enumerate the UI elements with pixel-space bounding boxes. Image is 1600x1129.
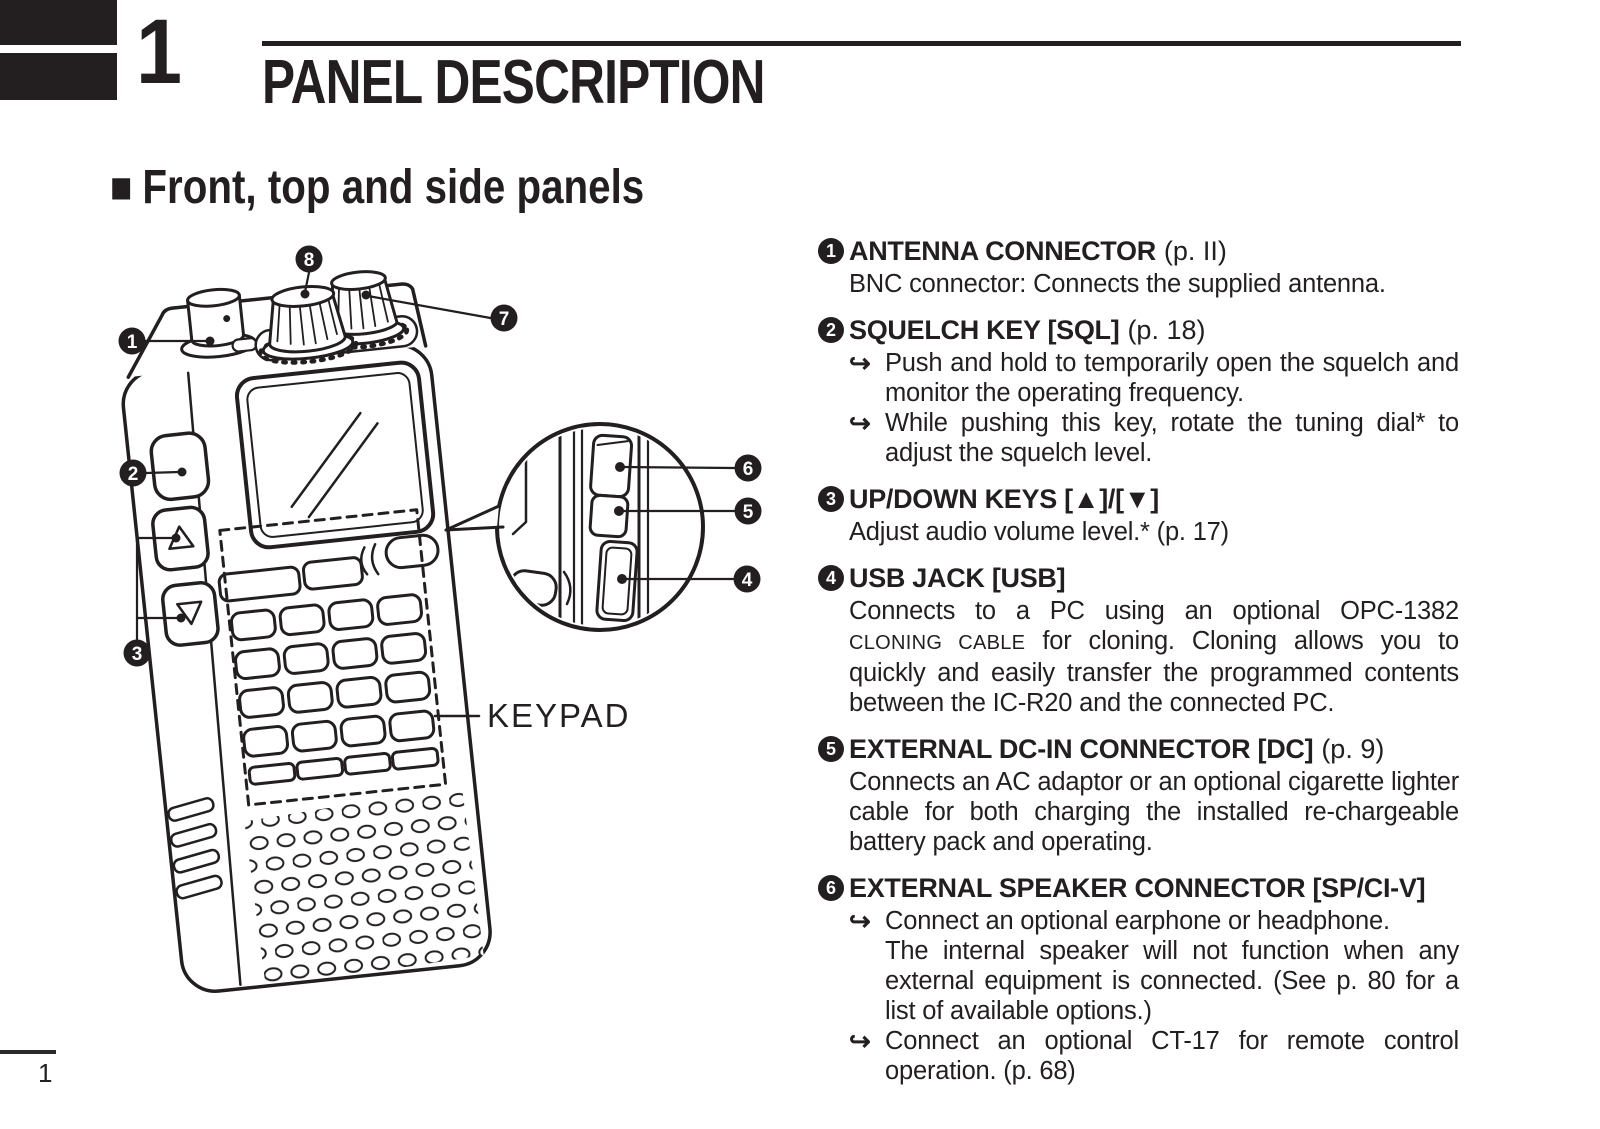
title-rule [262,41,1461,46]
item-body: ↪ Push and hold to temporarily open the … [849,348,1459,468]
item-dc-in-connector: 5 EXTERNAL DC-IN CONNECTOR [DC] (p. 9) C… [818,734,1459,857]
callout-6-badge: 6 [734,454,762,482]
item-title: EXTERNAL SPEAKER CONNECTOR [SP/CI-V] [849,873,1426,903]
body-text: Connects to a PC using an optional OPC-1… [849,597,1459,625]
power-key [384,533,440,570]
item-heading: 2 SQUELCH KEY [SQL] (p. 18) [818,315,1459,345]
bullet-continuation: The internal speaker will not function w… [885,937,1459,1025]
item-heading: 6 EXTERNAL SPEAKER CONNECTOR [SP/CI-V] [818,873,1459,903]
radio-diagram: 1 2 3 4 5 6 7 8 KEYPAD [118,245,762,993]
item-number-badge: 5 [818,736,844,762]
item-up-down-keys: 3 UP/DOWN KEYS [▲]/[▼] Adjust audio volu… [818,484,1459,547]
bullet-text: Connect an optional CT-17 for remote con… [885,1027,1459,1085]
item-title: EXTERNAL DC-IN CONNECTOR [DC] [849,734,1314,764]
callout-4-badge: 4 [733,565,761,593]
callout-5-badge: 5 [734,497,762,525]
svg-text:8: 8 [304,250,315,271]
callout-leader-lines [135,271,736,641]
chapter-tab-block-top [0,0,117,45]
item-body: ↪ Connect an optional earphone or headph… [849,906,1459,1086]
down-key [161,581,220,647]
chapter-number: 1 [136,1,182,103]
side-panel-inset [444,422,705,632]
item-number-badge: 1 [818,238,844,264]
radio-body [121,270,492,993]
function-display [234,360,436,550]
arrow-bullet-icon: ↪ [849,348,871,378]
speaker-grille [244,786,484,989]
squelch-key [149,431,211,502]
section-heading: ■ Front, top and side panels [110,160,644,215]
section-title: Front, top and side panels [142,161,645,214]
item-speaker-connector: 6 EXTERNAL SPEAKER CONNECTOR [SP/CI-V] ↪… [818,873,1459,1086]
dc-in-connector-cover [588,493,630,539]
item-heading: 5 EXTERNAL DC-IN CONNECTOR [DC] (p. 9) [818,734,1459,764]
callout-8-badge: 8 [295,245,323,273]
item-usb-jack: 4 USB JACK [USB] Connects to a PC using … [818,563,1459,718]
item-squelch-key: 2 SQUELCH KEY [SQL] (p. 18) ↪ Push and h… [818,315,1459,468]
bullet: ↪ Connect an optional earphone or headph… [849,906,1459,1026]
description-list: 1 ANTENNA CONNECTOR (p. II) BNC connecto… [818,236,1459,1102]
bullet-line: Connect an optional earphone or headphon… [885,907,1390,935]
svg-text:2: 2 [128,464,139,485]
page-reference: (p. 18) [1127,315,1206,345]
arrow-bullet-icon: ↪ [849,1026,871,1056]
item-heading: 3 UP/DOWN KEYS [▲]/[▼] [818,484,1459,514]
page-reference: (p. II) [1163,236,1227,266]
item-body: Adjust audio volume level.* (p. 17) [849,518,1229,546]
item-heading: 1 ANTENNA CONNECTOR (p. II) [818,236,1459,266]
svg-text:6: 6 [743,459,754,480]
svg-text:3: 3 [132,644,143,665]
bullet: ↪ Connect an optional CT-17 for remote c… [849,1026,1459,1086]
keypad-label: KEYPAD [433,697,630,734]
item-number-badge: 2 [818,317,844,343]
item-title: UP/DOWN KEYS [▲]/[▼] [849,484,1159,514]
arrow-bullet-icon: ↪ [849,408,871,438]
grip-ribs [167,797,223,900]
item-title: SQUELCH KEY [SQL] [849,315,1120,345]
item-number-badge: 4 [818,565,844,591]
body-text: for cloning. Cloning allows you to quick… [849,627,1460,717]
svg-text:1: 1 [127,332,138,353]
usb-jack-cover [595,539,639,623]
item-body: Connects an AC adaptor or an optional ci… [849,768,1459,856]
chapter-tab-block-bottom [0,53,117,100]
item-antenna-connector: 1 ANTENNA CONNECTOR (p. II) BNC connecto… [818,236,1459,299]
svg-text:5: 5 [743,502,754,523]
callout-1-badge: 1 [118,327,146,355]
callout-2-badge: 2 [119,459,147,487]
item-number-badge: 6 [818,875,844,901]
svg-text:7: 7 [499,309,510,330]
footer-page-number: 1 [38,1058,53,1088]
keypad-dashed-outline [218,508,448,807]
section-square-icon: ■ [110,162,133,212]
bullet-text: Push and hold to temporarily open the sq… [885,349,1459,407]
bullet: ↪ While pushing this key, rotate the tun… [849,408,1459,468]
callout-7-badge: 7 [490,304,518,332]
item-body: Connects to a PC using an optional OPC-1… [849,596,1459,718]
arrow-bullet-icon: ↪ [849,906,871,936]
callout-3-badge: 3 [123,639,151,667]
footer-rule [0,1050,56,1054]
item-number-badge: 3 [818,486,844,512]
item-body: BNC connector: Connects the supplied ant… [849,270,1386,298]
bullet: ↪ Push and hold to temporarily open the … [849,348,1459,408]
item-title: ANTENNA CONNECTOR [849,236,1156,266]
svg-text:KEYPAD: KEYPAD [487,697,630,734]
item-title: USB JACK [USB] [849,563,1066,593]
small-caps-text: CLONING CABLE [849,632,1026,654]
antenna-connector [180,287,257,359]
svg-text:4: 4 [742,570,753,591]
bullet-text: Connect an optional earphone or headphon… [885,906,1459,1026]
keypad-keys [229,593,440,786]
item-heading: 4 USB JACK [USB] [818,563,1459,593]
bullet-text: While pushing this key, rotate the tunin… [885,409,1459,467]
page-title: PANEL DESCRIPTION [262,48,765,117]
page-reference: (p. 9) [1321,734,1385,764]
